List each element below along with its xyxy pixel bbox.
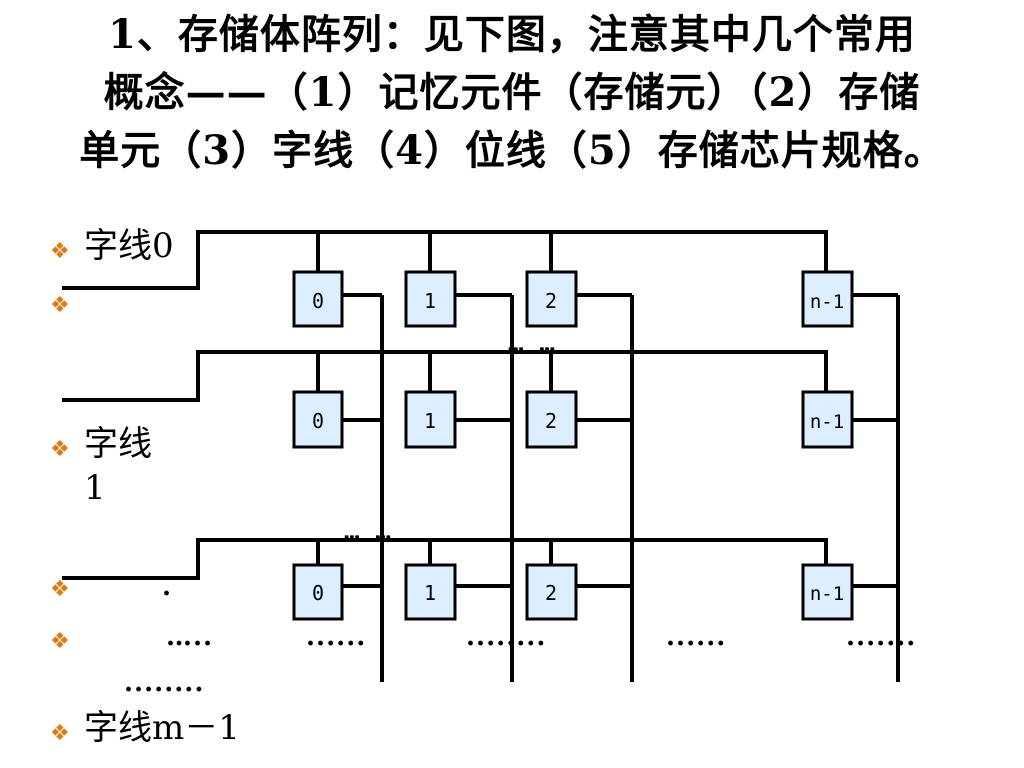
title-line-3: 单元（3）字线（4）位线（5）存储芯片规格。: [79, 127, 945, 174]
dots-row-4: .......: [846, 622, 917, 652]
dots-row-3: ......: [666, 622, 727, 652]
cell-label: 2: [545, 289, 557, 313]
cell-label: 0: [312, 289, 324, 313]
page-title: 1、存储体阵列：见下图，注意其中几个常用 概念——（1）记忆元件（存储元）（2）…: [0, 6, 1024, 180]
cell-label: 1: [424, 409, 436, 433]
memory-cell: [801, 390, 854, 449]
dots-below: ........: [124, 668, 205, 698]
memory-cell: [292, 270, 344, 328]
word-line-1-wire: [62, 350, 828, 402]
word-line-0-label: 字线0: [84, 226, 174, 266]
dots-row-1: ......: [306, 622, 367, 652]
word-line-0-wire: [62, 230, 828, 290]
word-line-m1-label: 字线m－1: [84, 708, 240, 748]
diamond-bullet-icon: ❖: [50, 293, 70, 318]
diamond-bullet-icon: ❖: [50, 437, 70, 462]
diamond-bullet-icon: ❖: [50, 629, 70, 654]
cell-label: 0: [312, 409, 324, 433]
rowm-taps: [316, 540, 553, 565]
word-line-1-index: 1: [84, 468, 106, 508]
memory-cell: [801, 270, 854, 328]
cell-label: 2: [545, 409, 557, 433]
memory-cell: [404, 270, 457, 328]
memory-cell: [404, 563, 457, 621]
rowm-cells: 0 1 2 n-1: [292, 563, 854, 621]
diamond-bullet-icon: ❖: [50, 721, 70, 746]
row0-taps: [316, 232, 553, 272]
cell-label: 0: [312, 581, 324, 605]
word-line-m1-wire: [62, 538, 828, 580]
diamond-bullet-icon: ❖: [50, 577, 70, 602]
title-line-2: 概念——（1）记忆元件（存储元）（2）存储: [103, 69, 921, 116]
dots-row-2: ........: [466, 622, 547, 652]
word-line-1-label: 字线: [84, 424, 152, 464]
dot-single: .: [162, 572, 173, 602]
diamond-bullet-icon: ❖: [50, 239, 70, 264]
row1-taps: [316, 352, 553, 392]
dots-row-0: …..: [166, 622, 214, 652]
memory-cell: [404, 390, 457, 449]
wiring: [62, 230, 900, 682]
memory-cell: [525, 390, 578, 449]
row-ellipsis: … …: [508, 329, 555, 359]
row-ellipsis: … …: [344, 517, 391, 547]
memory-cell: [525, 563, 578, 621]
cell-label: n-1: [810, 291, 844, 313]
cell-label: n-1: [810, 411, 844, 433]
memory-cell: [292, 390, 344, 449]
cell-label: 1: [424, 581, 436, 605]
cell-label: n-1: [810, 583, 844, 605]
memory-cell: [525, 270, 578, 328]
row1-cells: 0 1 2 n-1: [292, 390, 854, 449]
row0-cells: 0 1 2 n-1: [292, 270, 854, 328]
memory-cell: [801, 563, 854, 621]
cell-label: 2: [545, 581, 557, 605]
cell-label: 1: [424, 289, 436, 313]
title-line-1: 1、存储体阵列：见下图，注意其中几个常用: [108, 11, 916, 58]
memory-cell: [292, 563, 344, 621]
